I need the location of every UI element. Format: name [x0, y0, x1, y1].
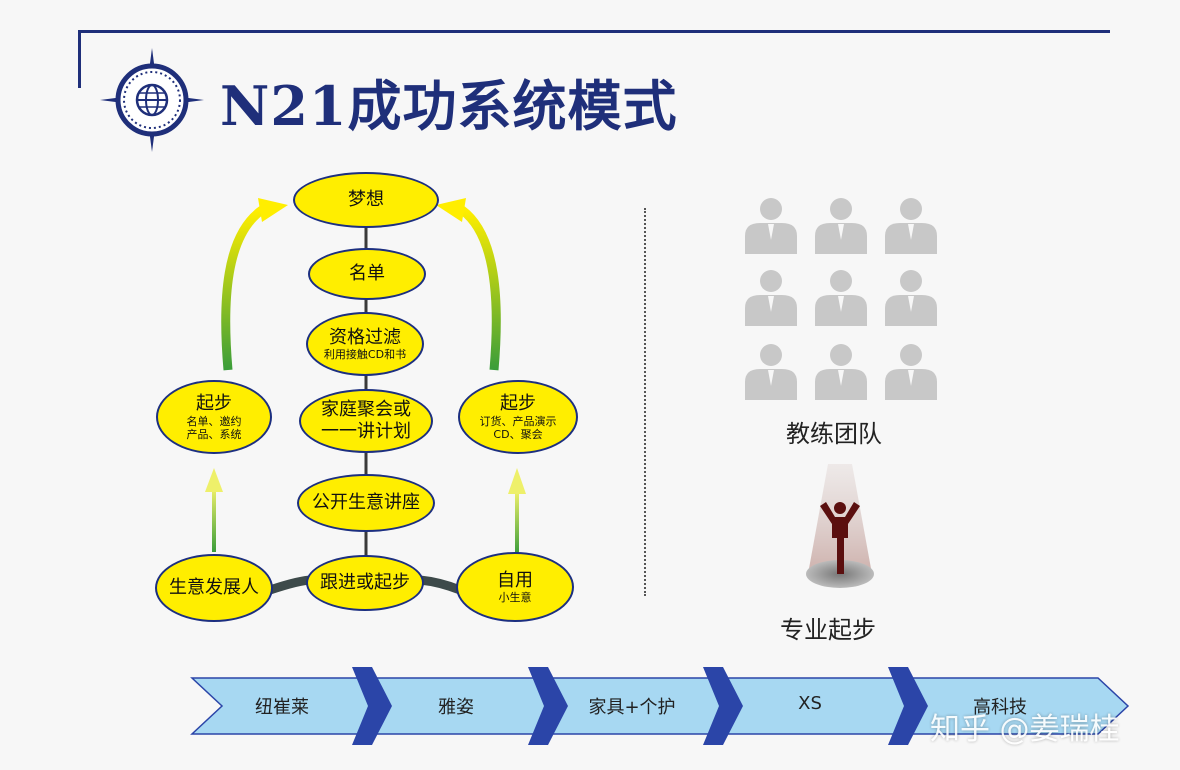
person-icon [745, 344, 797, 400]
timeline-item: 高科技 [973, 697, 1027, 718]
timeline-item: 纽崔莱 [255, 697, 309, 718]
person-icon [815, 198, 867, 254]
node-left-start-label: 起步 [196, 393, 232, 415]
node-self-use-sub: 小生意 [498, 591, 532, 605]
node-left-start: 起步 名单、邀约 产品、系统 [156, 380, 272, 454]
person-icon [885, 344, 937, 400]
node-left-start-sub: 名单、邀约 产品、系统 [186, 414, 242, 441]
person-icon [885, 270, 937, 326]
node-name-list: 名单 [308, 248, 426, 300]
node-home-meeting: 家庭聚会或一一讲计划 [299, 389, 433, 453]
page-title: N21成功系统模式 [220, 74, 678, 138]
frame-top-line [78, 30, 1110, 33]
node-qualify-label: 资格过滤 [329, 326, 401, 348]
coach-team-group [742, 196, 942, 406]
node-follow-up-label: 跟进或起步 [320, 572, 410, 594]
node-qualify: 资格过滤 利用接触CD和书 [306, 312, 424, 376]
spotlight-figure-icon [806, 464, 874, 588]
node-right-start-label: 起步 [500, 393, 536, 415]
coach-team-label: 教练团队 [786, 420, 882, 448]
person-icon [885, 198, 937, 254]
node-right-start: 起步 订货、产品演示 CD、聚会 [458, 380, 578, 454]
pro-start-label: 专业起步 [780, 616, 876, 644]
node-follow-up: 跟进或起步 [306, 555, 424, 611]
section-divider [644, 208, 646, 596]
frame-left-line [78, 30, 81, 88]
watermark: 知乎 @姜瑞桂 [930, 712, 1120, 747]
node-public-seminar: 公开生意讲座 [297, 474, 435, 532]
node-public-seminar-label: 公开生意讲座 [312, 492, 420, 514]
node-self-use: 自用 小生意 [456, 552, 574, 622]
node-name-list-label: 名单 [349, 263, 385, 285]
node-dream: 梦想 [293, 172, 439, 228]
node-right-start-sub: 订货、产品演示 CD、聚会 [479, 414, 557, 441]
timeline-item: 家具+个护 [588, 697, 676, 718]
compass-logo-icon [100, 48, 204, 152]
node-home-meeting-label: 家庭聚会或一一讲计划 [321, 399, 411, 442]
node-self-use-label: 自用 [497, 569, 533, 591]
person-icon [815, 270, 867, 326]
node-dream-label: 梦想 [348, 189, 384, 211]
node-business-builder-label: 生意发展人 [169, 577, 259, 599]
node-qualify-sub: 利用接触CD和书 [323, 348, 407, 362]
timeline-item: XS [798, 693, 822, 714]
node-business-builder: 生意发展人 [155, 554, 273, 622]
person-icon [745, 198, 797, 254]
person-icon [745, 270, 797, 326]
person-icon [815, 344, 867, 400]
timeline-item: 雅姿 [438, 697, 474, 718]
